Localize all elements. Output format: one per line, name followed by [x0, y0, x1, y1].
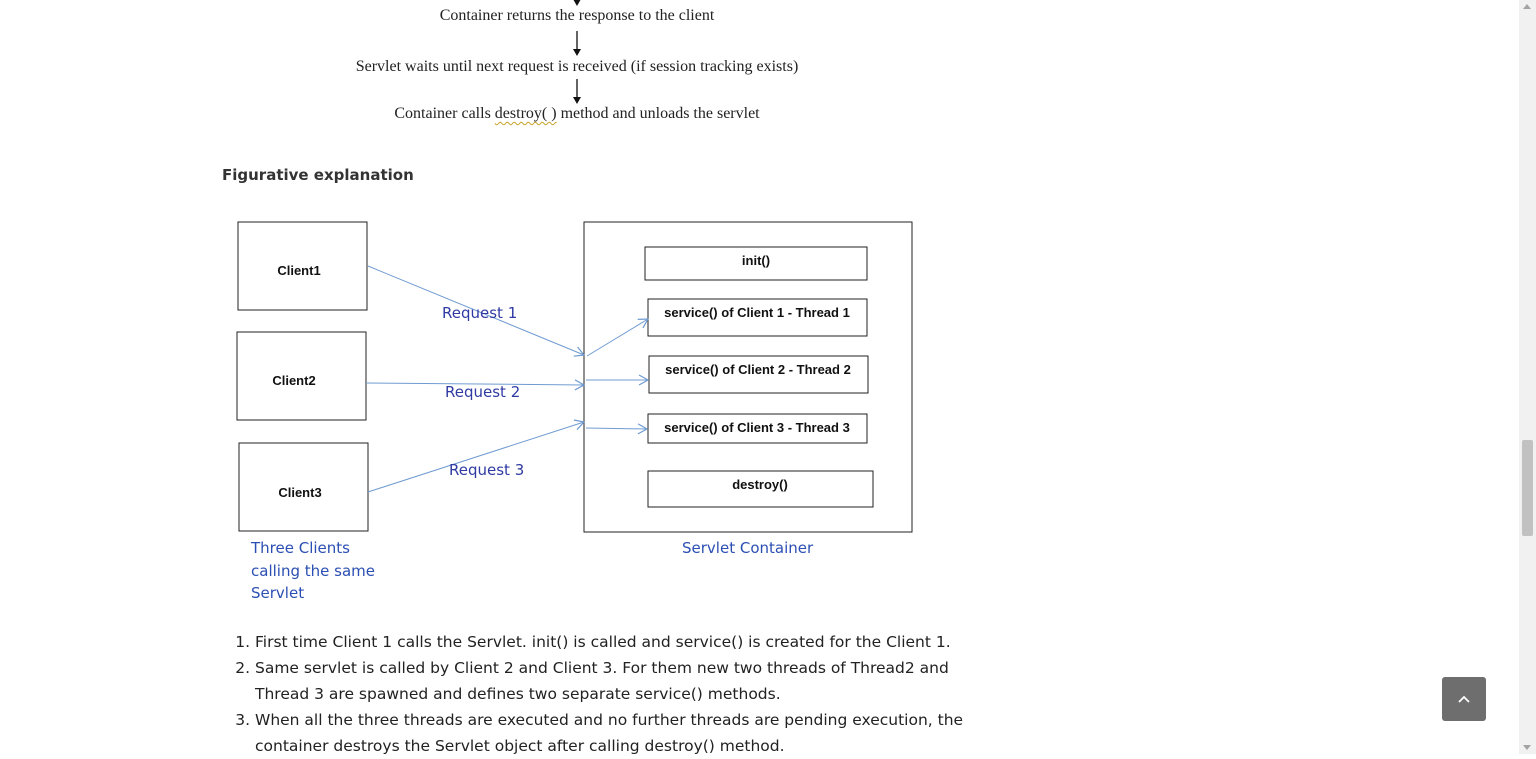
request-label-1: Request 1: [442, 304, 517, 322]
flow-arrow-icon: [573, 0, 581, 6]
method-label-init: init(): [742, 253, 770, 268]
list-item: When all the three threads are executed …: [255, 707, 985, 759]
flow-step-destroy-before: Container calls: [394, 105, 495, 122]
dispatch-arrow-3: [585, 423, 649, 435]
request-label-2: Request 2: [445, 383, 520, 401]
clients-caption-line: Servlet: [251, 584, 305, 602]
servlet-diagram: Client1 Client2 Client3 init() service()…: [236, 221, 913, 533]
method-label-service-1: service() of Client 1 - Thread 1: [664, 305, 850, 320]
method-box-service-1: service() of Client 1 - Thread 1: [647, 298, 868, 337]
scroll-down-arrow-icon[interactable]: [1523, 745, 1531, 750]
flow-step-destroy: Container calls destroy( ) method and un…: [222, 104, 932, 124]
request-arrow-3: [367, 419, 586, 493]
vertical-scrollbar[interactable]: [1519, 0, 1536, 754]
client-label-3: Client3: [278, 485, 321, 500]
client-box-3: Client3: [238, 442, 369, 532]
list-item: First time Client 1 calls the Servlet. i…: [255, 629, 985, 655]
flow-step-response: Container returns the response to the cl…: [439, 7, 715, 24]
clients-caption-line: calling the same: [251, 561, 375, 580]
client-box-1: Client1: [237, 221, 368, 311]
client-label-2: Client2: [272, 373, 315, 388]
method-box-init: init(): [644, 246, 868, 281]
clients-caption-line: Three Clients: [251, 539, 350, 557]
section-heading: Figurative explanation: [222, 166, 414, 184]
flow-arrow-icon: [573, 79, 581, 104]
container-caption: Servlet Container: [682, 539, 814, 557]
method-label-service-2: service() of Client 2 - Thread 2: [665, 362, 851, 377]
scroll-up-arrow-icon[interactable]: [1523, 4, 1531, 9]
method-box-service-2: service() of Client 2 - Thread 2: [648, 355, 869, 394]
flow-step-wait: Servlet waits until next request is rece…: [355, 58, 799, 75]
client-label-1: Client1: [277, 263, 320, 278]
method-label-service-3: service() of Client 3 - Thread 3: [664, 420, 850, 435]
steps-list: First time Client 1 calls the Servlet. i…: [222, 629, 985, 759]
client-box-2: Client2: [236, 331, 367, 421]
flow-step-destroy-method: destroy( ): [494, 105, 557, 122]
flow-arrow-icon: [573, 31, 581, 56]
back-to-top-button[interactable]: [1442, 677, 1486, 721]
dispatch-arrow-1: [586, 318, 650, 357]
method-box-service-3: service() of Client 3 - Thread 3: [647, 413, 868, 444]
method-box-destroy: destroy(): [647, 470, 874, 508]
clients-caption: Three Clients calling the same Servlet: [251, 537, 375, 605]
request-label-3: Request 3: [449, 461, 524, 479]
list-item: Same servlet is called by Client 2 and C…: [255, 655, 985, 707]
scrollbar-thumb[interactable]: [1522, 440, 1533, 536]
flow-step-destroy-after: method and unloads the servlet: [556, 105, 760, 122]
method-label-destroy: destroy(): [732, 477, 788, 492]
request-arrow-1: [367, 265, 586, 357]
request-arrow-2: [365, 379, 586, 391]
chevron-up-icon: [1458, 695, 1470, 703]
